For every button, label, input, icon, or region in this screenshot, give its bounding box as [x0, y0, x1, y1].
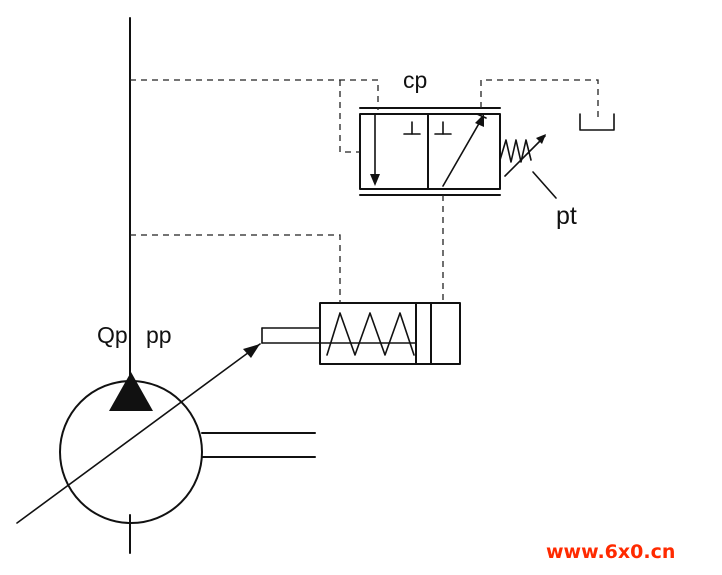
pump-icon: [16, 343, 316, 524]
control-rod: [261, 327, 417, 344]
variable-arrow-line: [16, 343, 261, 524]
pilot-lines: [130, 79, 599, 303]
pilot-line-to-cylinder: [130, 234, 341, 303]
spring-coils: [499, 139, 532, 163]
valve-flow-arrow-left: [370, 174, 380, 186]
spring-adjust-arrow: [504, 135, 546, 177]
spring-leader-line: [532, 171, 557, 199]
spring-setting-label: pt: [556, 202, 577, 230]
drain-line-to-tank: [480, 79, 599, 118]
pump-direction-triangle: [109, 372, 153, 411]
pilot-line-to-valve: [130, 79, 379, 110]
watermark-text: www.6x0.cn: [546, 541, 675, 563]
tank-outline: [579, 113, 615, 131]
spring-adjust-head: [536, 134, 546, 144]
cylinder-spring: [326, 312, 415, 356]
valve-flow-path-right: [442, 119, 482, 187]
adjustable-spring-icon: [499, 134, 557, 199]
two-position-valve-icon: [359, 107, 501, 196]
spring-loaded-cylinder-icon: [319, 302, 461, 365]
pilot-line-spring-chamber: [339, 80, 360, 153]
pump-pressure-label: pp: [146, 322, 172, 348]
tank-icon: [579, 113, 615, 131]
valve-body: [359, 113, 501, 190]
cylinder-body: [319, 302, 461, 365]
valve-port-right: [476, 113, 487, 119]
valve-flow-arrow-right: [475, 114, 484, 127]
pump-flow-label: Qp: [97, 322, 128, 348]
valve-label: cp: [403, 67, 427, 93]
variable-arrow-head: [243, 344, 260, 358]
